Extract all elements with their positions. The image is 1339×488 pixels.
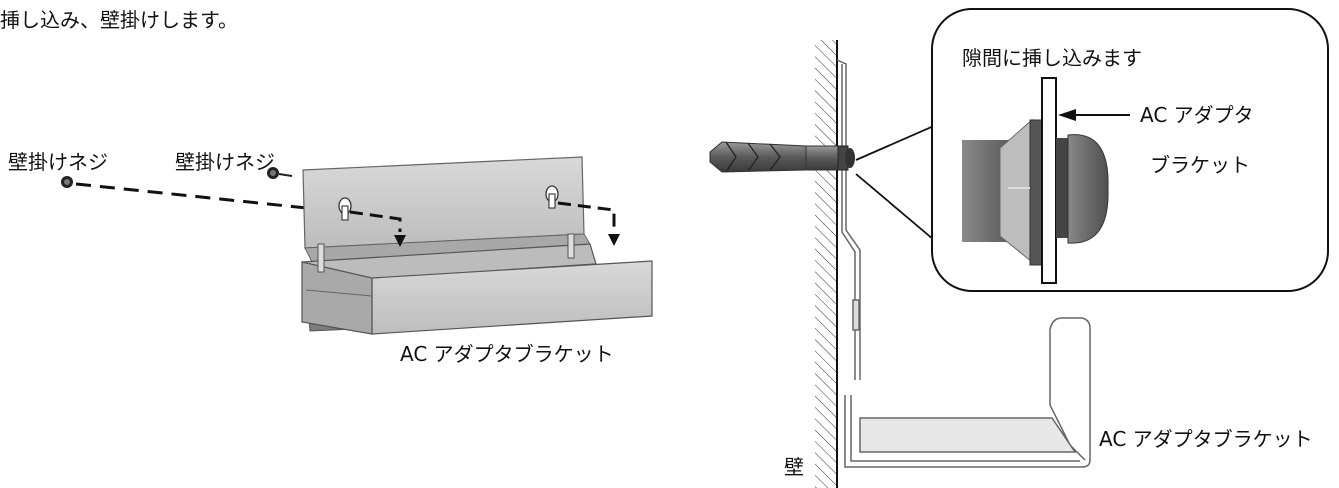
keyhole-right <box>545 185 559 209</box>
screw-left <box>61 176 73 188</box>
screw-right <box>267 167 293 179</box>
callout-detail <box>962 77 1109 284</box>
arrow-down-right <box>608 234 620 246</box>
bracket-pointer-arrowhead <box>1058 109 1076 121</box>
bracket-label-right: AC アダプタブラケット <box>1099 427 1313 451</box>
wall-label: 壁 <box>784 455 804 479</box>
callout-title: 隙間に挿し込みます <box>962 46 1142 70</box>
keyhole-left <box>338 197 352 221</box>
instruction-text: 挿し込み、壁掛けします。 <box>0 8 238 32</box>
screw-label-1: 壁掛けネジ <box>8 150 108 174</box>
callout-connector-top <box>855 124 937 161</box>
callout-connector-bottom <box>855 173 941 246</box>
bracket-side-profile <box>836 59 1091 468</box>
screw-label-2: 壁掛けネジ <box>175 150 275 174</box>
arrow-down-left <box>394 235 406 247</box>
bracket-label-left: AC アダプタブラケット <box>400 342 614 366</box>
callout-bracket-line2: ブラケット <box>1150 153 1250 177</box>
dashed-drop-right <box>557 201 616 228</box>
bracket-tray <box>301 233 653 335</box>
dashed-drop-left <box>349 210 402 232</box>
dashed-path-left <box>75 182 346 214</box>
wall-hatch <box>815 40 837 488</box>
callout-bracket-line1: AC アダプタ <box>1140 103 1254 127</box>
bracket-back-plate <box>302 156 591 263</box>
wall-anchor <box>709 141 855 173</box>
